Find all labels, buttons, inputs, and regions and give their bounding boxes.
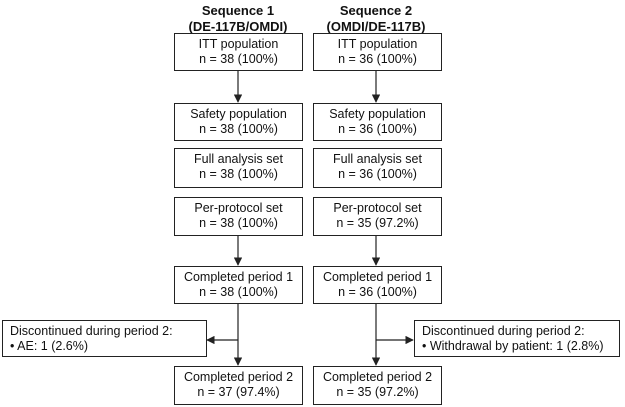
- seq1-completed-period-1-box: Completed period 1 n = 38 (100%): [174, 266, 303, 304]
- box-label: Completed period 2: [183, 370, 294, 384]
- box-label: Safety population: [190, 107, 287, 121]
- box-label: Completed period 1: [183, 270, 294, 284]
- seq2-safety-box: Safety population n = 36 (100%): [313, 103, 442, 141]
- box-count: n = 36 (100%): [338, 285, 417, 299]
- box-count: n = 38 (100%): [199, 167, 278, 181]
- sequence-2-title: Sequence 2: [339, 3, 413, 18]
- seq1-full-analysis-box: Full analysis set n = 38 (100%): [174, 148, 303, 188]
- box-count: n = 38 (100%): [199, 285, 278, 299]
- box-count: n = 36 (100%): [338, 167, 417, 181]
- seq1-safety-box: Safety population n = 38 (100%): [174, 103, 303, 141]
- box-label: Completed period 1: [322, 270, 433, 284]
- seq2-per-protocol-box: Per-protocol set n = 35 (97.2%): [313, 197, 442, 236]
- box-label: Safety population: [329, 107, 426, 121]
- seq1-per-protocol-box: Per-protocol set n = 38 (100%): [174, 197, 303, 236]
- discontinued-title: Discontinued during period 2:: [10, 324, 173, 338]
- box-count: n = 38 (100%): [199, 52, 278, 66]
- box-label: Completed period 2: [322, 370, 433, 384]
- box-count: n = 35 (97.2%): [336, 385, 419, 399]
- box-label: Per-protocol set: [333, 201, 422, 215]
- seq2-completed-period-2-box: Completed period 2 n = 35 (97.2%): [313, 366, 442, 405]
- seq1-itt-box: ITT population n = 38 (100%): [174, 33, 303, 71]
- seq1-completed-period-2-box: Completed period 2 n = 37 (97.4%): [174, 366, 303, 405]
- box-label: Full analysis set: [333, 152, 422, 166]
- seq1-discontinued-box: Discontinued during period 2: • AE: 1 (2…: [2, 320, 207, 357]
- box-label: ITT population: [337, 37, 418, 51]
- sequence-2-subtitle: (OMDI/DE-117B): [326, 19, 426, 34]
- sequence-1-header: Sequence 1 (DE-117B/OMDI): [168, 3, 308, 35]
- seq2-discontinued-box: Discontinued during period 2: • Withdraw…: [414, 320, 620, 357]
- discontinued-title: Discontinued during period 2:: [422, 324, 585, 338]
- box-count: n = 36 (100%): [338, 122, 417, 136]
- seq2-completed-period-1-box: Completed period 1 n = 36 (100%): [313, 266, 442, 304]
- discontinued-reason: • Withdrawal by patient: 1 (2.8%): [422, 339, 604, 353]
- sequence-2-header: Sequence 2 (OMDI/DE-117B): [306, 3, 446, 35]
- box-label: Per-protocol set: [194, 201, 283, 215]
- box-count: n = 36 (100%): [338, 52, 417, 66]
- box-label: ITT population: [198, 37, 279, 51]
- discontinued-reason: • AE: 1 (2.6%): [10, 339, 89, 353]
- sequence-1-title: Sequence 1: [201, 3, 275, 18]
- box-count: n = 38 (100%): [199, 122, 278, 136]
- box-label: Full analysis set: [194, 152, 283, 166]
- box-count: n = 35 (97.2%): [336, 216, 419, 230]
- sequence-1-subtitle: (DE-117B/OMDI): [188, 19, 288, 34]
- seq2-itt-box: ITT population n = 36 (100%): [313, 33, 442, 71]
- seq2-full-analysis-box: Full analysis set n = 36 (100%): [313, 148, 442, 188]
- box-count: n = 38 (100%): [199, 216, 278, 230]
- box-count: n = 37 (97.4%): [197, 385, 280, 399]
